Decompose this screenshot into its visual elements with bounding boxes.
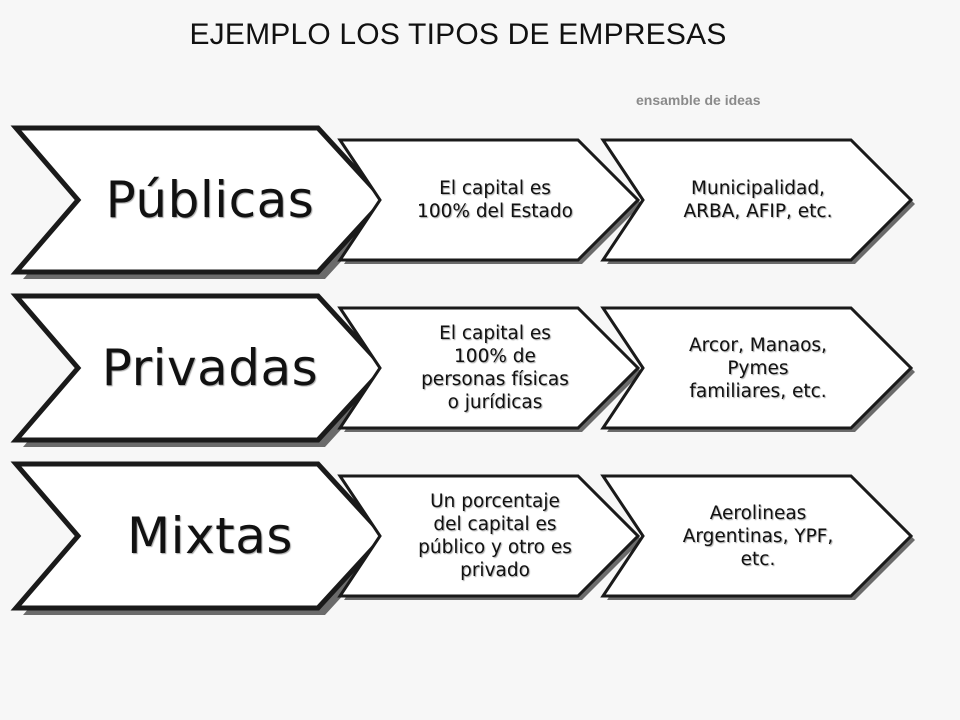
examples-label-3: Aerolineas Argentinas, YPF, etc.	[682, 502, 834, 570]
type-chevron-3	[10, 461, 391, 615]
definition-chevron-1	[337, 138, 642, 264]
type-chevron-2	[10, 293, 391, 447]
definition-chevron-2-shape	[337, 306, 641, 430]
examples-chevron-3-shape	[600, 474, 914, 598]
type-label-2: Privadas	[101, 339, 319, 397]
credit-watermark: ensamble de ideas	[636, 92, 761, 108]
type-label-3: Mixtas	[127, 507, 293, 565]
definition-chevron-3-shape	[337, 474, 641, 598]
type-chevron-1-shape	[10, 125, 388, 275]
examples-chevron-1	[600, 138, 915, 264]
definition-label-2: El capital es 100% de personas físicas o…	[421, 323, 569, 413]
examples-chevron-2-shape	[600, 306, 914, 430]
examples-chevron-1-shape	[600, 138, 914, 262]
diagram-title: EJEMPLO LOS TIPOS DE EMPRESAS	[189, 18, 727, 51]
definition-label-3: Un porcentaje del capital es público y o…	[418, 491, 572, 581]
type-chevron-2-shape	[10, 293, 388, 443]
definition-chevron-2	[337, 306, 642, 432]
examples-chevron-2	[600, 306, 915, 432]
examples-chevron-3	[600, 474, 915, 600]
definition-chevron-1-shape	[337, 138, 641, 262]
type-label-1: Públicas	[105, 171, 315, 229]
type-chevron-3-shape	[10, 461, 388, 611]
definition-chevron-3	[337, 474, 642, 600]
type-chevron-1	[10, 125, 391, 279]
examples-label-2: Arcor, Manaos, Pymes familiares, etc.	[689, 334, 827, 402]
definition-label-1: El capital es 100% del Estado	[417, 178, 573, 222]
examples-label-1: Municipalidad, ARBA, AFIP, etc.	[683, 178, 833, 222]
